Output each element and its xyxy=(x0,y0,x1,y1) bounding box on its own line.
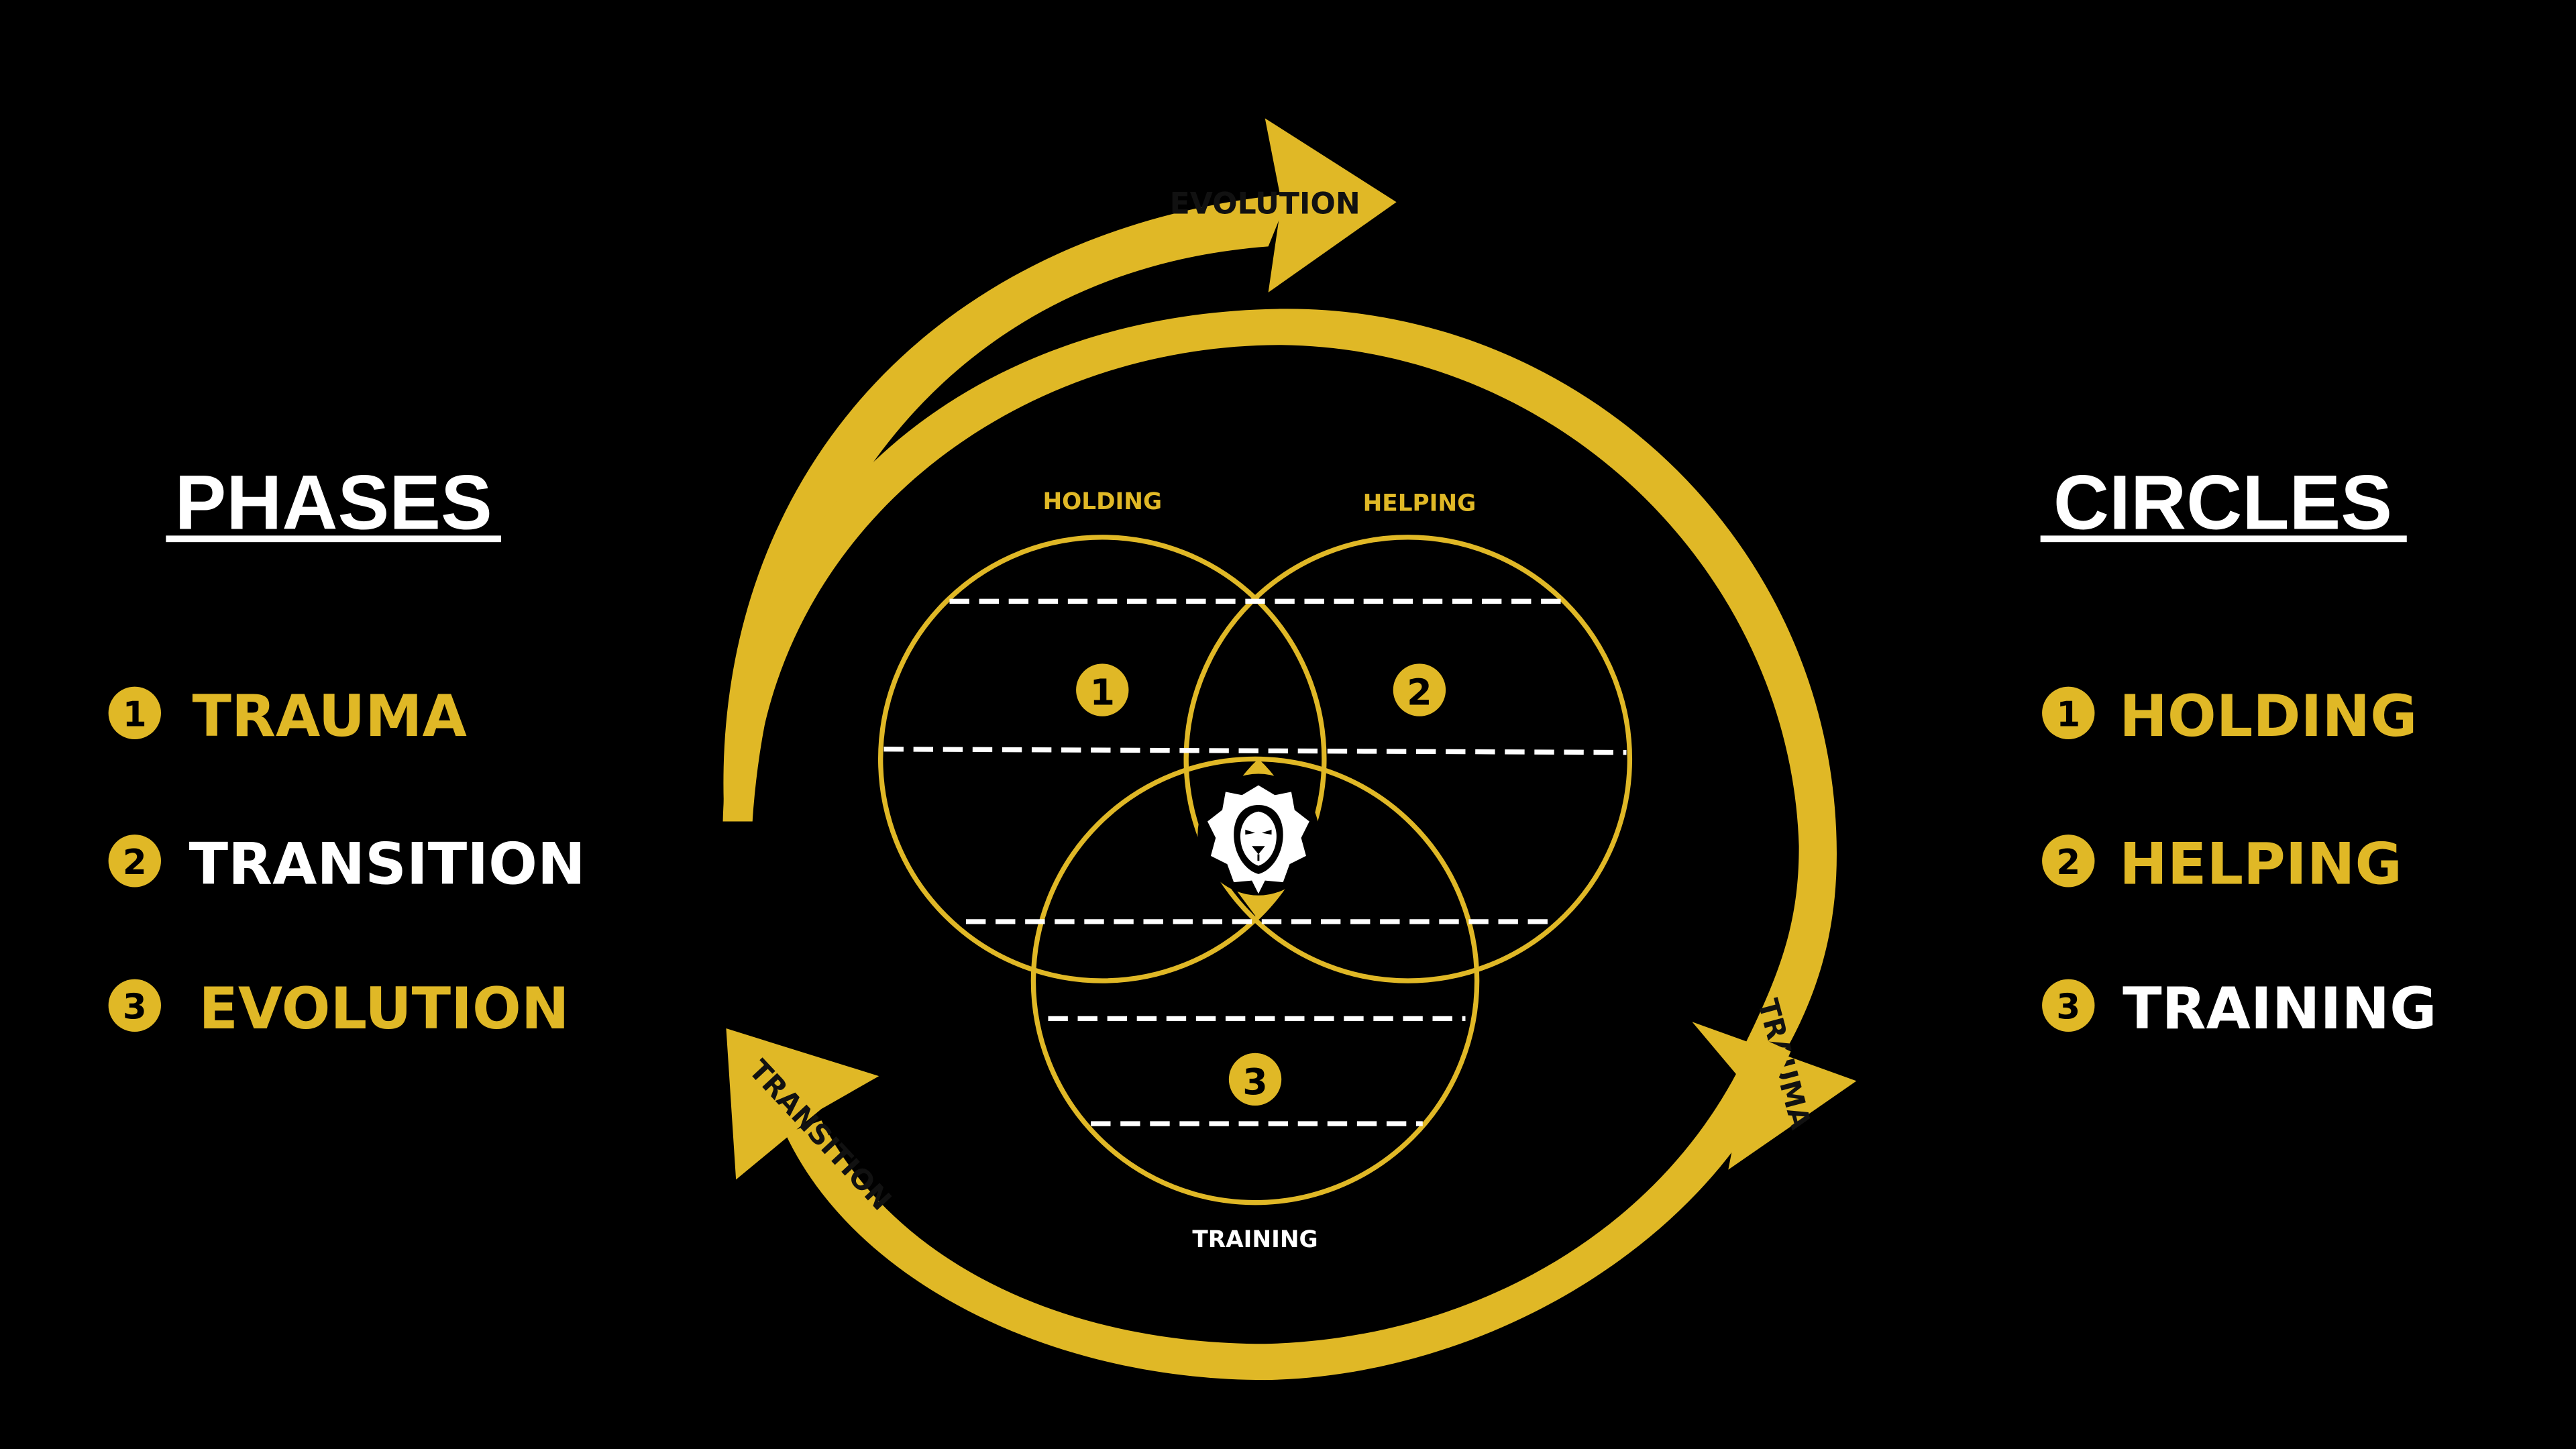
circle-label-helping: HELPING xyxy=(2119,831,2402,898)
phases-heading-underline xyxy=(166,535,501,543)
phase-label-transition: TRANSITION xyxy=(189,831,586,898)
circle-label-training: TRAINING xyxy=(2123,975,2436,1042)
phases-legend: PHASES 1 TRAUMA 2 TRANSITION 3 EVOLUTION xyxy=(108,460,586,1042)
phases-item-1: 1 TRAUMA xyxy=(108,683,467,750)
phases-item-3: 3 EVOLUTION xyxy=(108,975,570,1042)
circles-heading-underline xyxy=(2040,535,2407,543)
venn-number-badge xyxy=(1228,1053,1282,1106)
phases-heading: PHASES xyxy=(174,460,492,546)
evolution-arrow-body xyxy=(723,193,1290,822)
circles-item-3: 3 TRAINING xyxy=(2042,975,2436,1042)
circles-item-1: 1 HOLDING xyxy=(2042,683,2417,750)
venn-number-1: 1 xyxy=(1090,672,1115,714)
badge-number: 3 xyxy=(123,987,147,1027)
badge-number: 1 xyxy=(2056,694,2080,735)
venn-number-badge xyxy=(1393,663,1446,716)
venn-label-holding: HOLDING xyxy=(1042,488,1162,515)
lion-eye xyxy=(1261,829,1272,835)
lion-nose xyxy=(1252,846,1265,855)
venn-circle-helping xyxy=(1183,535,1633,983)
phase-label-trauma: TRAUMA xyxy=(193,683,467,750)
circles-heading: CIRCLES xyxy=(2053,460,2392,546)
venn-circle-holding xyxy=(877,535,1327,983)
lion-face-fur xyxy=(1240,811,1277,866)
badge-number: 2 xyxy=(2056,843,2080,883)
venn-divider-line xyxy=(883,747,1627,755)
circles-legend: CIRCLES 1 HOLDING 2 HELPING 3 TRAINING xyxy=(2040,460,2436,1042)
badge-number: 3 xyxy=(2056,987,2080,1027)
venn-circle-training xyxy=(1030,756,1480,1205)
venn-number-3: 3 xyxy=(1242,1061,1267,1103)
evolution-arrow-label: EVOLUTION xyxy=(1170,186,1360,221)
badge-number: 2 xyxy=(123,843,147,883)
venn-number-badge xyxy=(1076,663,1129,716)
number-badge xyxy=(2042,979,2095,1032)
lion-eye xyxy=(1245,829,1256,835)
number-badge xyxy=(2042,686,2095,740)
venn-diagram: HOLDING HELPING TRAINING 1 2 3 xyxy=(877,488,1633,1253)
number-badge xyxy=(108,835,161,888)
number-badge xyxy=(108,686,161,740)
number-badge xyxy=(108,979,161,1032)
trauma-arrowhead-icon xyxy=(1692,1022,1857,1170)
badge-number: 1 xyxy=(123,694,147,735)
number-badge xyxy=(2042,835,2095,888)
transition-arrow-body xyxy=(785,1034,1791,1381)
circle-label-holding: HOLDING xyxy=(2119,683,2417,750)
lion-head-icon xyxy=(1197,773,1320,896)
phases-item-2: 2 TRANSITION xyxy=(108,831,586,898)
transition-arrowhead-icon xyxy=(726,1028,879,1180)
venn-label-helping: HELPING xyxy=(1363,490,1477,517)
evolution-arrowhead-icon xyxy=(1265,118,1397,292)
circles-item-2: 2 HELPING xyxy=(2042,831,2402,898)
phase-label-evolution: EVOLUTION xyxy=(199,975,569,1042)
venn-label-training: TRAINING xyxy=(1192,1226,1318,1253)
venn-number-2: 2 xyxy=(1407,672,1432,714)
